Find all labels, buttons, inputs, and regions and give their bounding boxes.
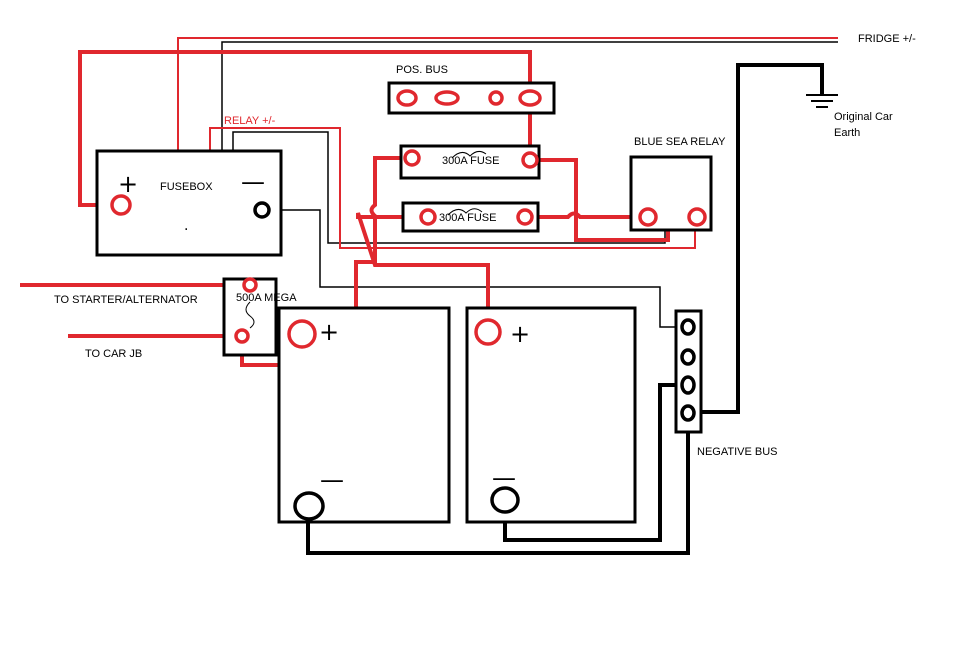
negbus-stud	[680, 404, 696, 422]
fusebox-dot-symbol: .	[184, 218, 188, 234]
car-jb-label: TO CAR JB	[85, 348, 142, 360]
negbus-stud	[680, 318, 696, 336]
relay-label: RELAY +/-	[224, 115, 276, 127]
negative-bus-label: NEGATIVE BUS	[697, 446, 777, 458]
relay-terminal-right	[687, 207, 707, 227]
fuse2-to-relay-wire	[525, 211, 648, 219]
earth-label-line1: Original Car	[834, 111, 893, 123]
battery2-negative-wire	[503, 383, 678, 542]
fridge-positive-wire	[177, 37, 838, 160]
pos-bus-label: POS. BUS	[396, 64, 448, 76]
mega-fuse-bottom-terminal	[234, 328, 250, 344]
fuse-element-icon	[245, 301, 255, 329]
posbus-stud	[434, 90, 460, 106]
posbus-stud	[488, 90, 504, 106]
fuse-top-left-terminal	[403, 149, 421, 167]
mega-fuse-label: 500A MEGA	[236, 292, 297, 304]
fridge-label: FRIDGE +/-	[858, 33, 916, 45]
negbus-stud	[680, 348, 696, 366]
fuse1-to-battery1-wire	[240, 156, 412, 367]
fuse-top-label: 300A FUSE	[442, 155, 499, 167]
fusebox-label: FUSEBOX	[160, 181, 213, 193]
battery-1-minus-symbol: —	[320, 466, 344, 494]
fuse-top-right-terminal	[521, 151, 539, 169]
mega-fuse-top-terminal	[242, 277, 258, 293]
battery-1-positive-terminal	[287, 319, 317, 349]
battery1-negative-wire	[306, 412, 690, 555]
fuse-element-icon	[447, 208, 483, 216]
fuse-element-icon	[451, 150, 487, 159]
fuse-to-relay-wire	[530, 158, 670, 242]
fusebox-positive-terminal	[110, 194, 132, 216]
battery-2-positive-terminal	[474, 318, 502, 346]
fuse-bottom-label: 300A FUSE	[439, 212, 496, 224]
battery-1-negative-terminal	[293, 491, 325, 521]
earth-wire	[690, 63, 824, 414]
posbus-stud	[518, 89, 542, 107]
fuse-top	[399, 144, 541, 180]
negbus-stud	[680, 375, 696, 395]
earth-label-line2: Earth	[834, 127, 860, 139]
fuse-bottom-left-terminal	[419, 208, 437, 226]
relay-terminal-left	[638, 207, 658, 227]
blue-sea-relay-label: BLUE SEA RELAY	[634, 136, 726, 148]
fusebox-positive-wire	[78, 50, 532, 207]
fuse-bottom-right-terminal	[516, 208, 534, 226]
fuse2-to-battery2-wire	[356, 212, 490, 332]
battery-1-plus-symbol: +	[319, 318, 339, 346]
relay-positive-wire	[209, 127, 696, 249]
fridge-negative-wire	[221, 41, 838, 160]
fusebox-minus-symbol: —	[241, 168, 265, 196]
battery-2-plus-symbol: +	[510, 320, 530, 348]
fusebox-negative-terminal	[253, 201, 271, 219]
ground-icon	[806, 94, 838, 108]
fusebox-plus-symbol: +	[118, 170, 138, 198]
battery-2-minus-symbol: —	[492, 464, 516, 492]
battery-2-negative-terminal	[490, 486, 520, 514]
posbus-stud	[396, 89, 418, 107]
starter-label: TO STARTER/ALTERNATOR	[54, 294, 198, 306]
